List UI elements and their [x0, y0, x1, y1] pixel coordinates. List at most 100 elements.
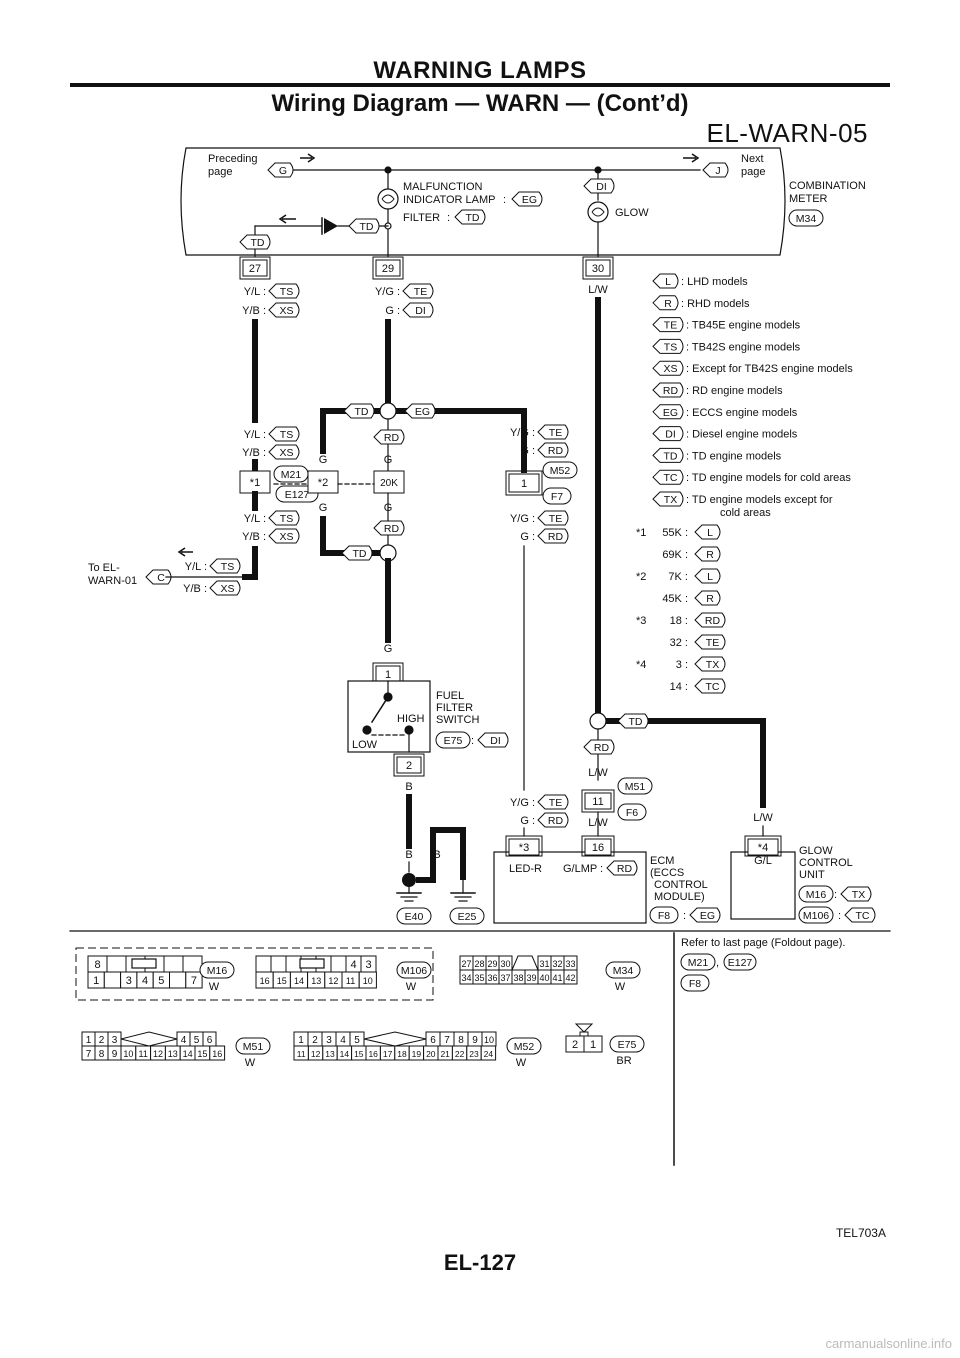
- tag-TC: TC: [844, 907, 876, 923]
- ecm-label: (ECCS: [650, 867, 684, 879]
- connector-color: W: [615, 981, 626, 993]
- pin-number: 29: [382, 263, 394, 275]
- wire-color: Y/G :: [510, 797, 535, 809]
- oval-shape: [542, 461, 578, 479]
- tag-shape: [454, 209, 486, 225]
- star-value: 32 :: [670, 637, 688, 649]
- glmp-label: G/LMP: [563, 863, 597, 875]
- cell-pin: 37: [500, 973, 510, 983]
- connector-J-tag: J: [702, 162, 729, 178]
- connector-F6-oval: F6: [617, 803, 647, 821]
- oval-shape: [506, 1037, 542, 1055]
- 20k-box: [373, 470, 405, 494]
- high-label: HIGH: [397, 713, 425, 725]
- splice-icon: [379, 402, 397, 420]
- tag-shape: [694, 546, 721, 562]
- tag-shape: [694, 524, 721, 540]
- wire-color: L/W: [753, 812, 773, 824]
- cell-pin: 7: [86, 1049, 92, 1060]
- wire-tag-TE: TE: [537, 424, 569, 440]
- oval-text: M52: [550, 465, 571, 477]
- star-label: *3: [636, 615, 646, 627]
- tag-shape: [341, 545, 373, 561]
- oval-text: F8: [689, 978, 701, 990]
- cell: [563, 969, 578, 985]
- wire-color: B: [405, 849, 412, 861]
- cell: [182, 955, 203, 973]
- oval-shape: [449, 907, 485, 925]
- star-tag-TE: TE: [694, 634, 726, 650]
- cell-pin: 7: [444, 1035, 450, 1046]
- cell-pin: 12: [328, 976, 338, 986]
- legend-tag-DI: DI: [652, 426, 684, 442]
- cell-pin: 15: [354, 1049, 364, 1059]
- wire-color: G: [319, 454, 328, 466]
- fuel-label: SWITCH: [436, 714, 479, 726]
- connector-E75-oval: E75: [609, 1035, 645, 1053]
- tag-RD: RD: [373, 520, 405, 536]
- legend-desc: : Diesel engine models: [686, 429, 798, 441]
- tag-shape: [348, 218, 380, 234]
- wire-color: Y/B :: [242, 305, 266, 317]
- tag-shape: [652, 273, 679, 289]
- cell: [103, 971, 122, 989]
- di-tag: DI: [583, 178, 615, 194]
- wire-tag-XS: XS: [268, 302, 300, 318]
- tag-text: L: [707, 527, 713, 539]
- cell-pin: 7: [191, 975, 197, 987]
- tag-shape: [477, 732, 509, 748]
- glow-unit-box: [730, 851, 796, 920]
- diagram-id: EL-WARN-05: [706, 118, 868, 148]
- pin-11-box: [584, 792, 612, 810]
- wire-tag-TE: TE: [402, 283, 434, 299]
- ecm-label: MODULE): [654, 891, 705, 903]
- cell-pin: 39: [526, 973, 536, 983]
- legend-desc: cold areas: [720, 507, 771, 519]
- tag-shape: [373, 429, 405, 445]
- tag-shape: [652, 338, 684, 354]
- wire-tag-TS: TS: [268, 283, 300, 299]
- arrow-right-icon: [300, 153, 316, 163]
- cell: [255, 955, 272, 973]
- oval-text: M34: [613, 965, 634, 977]
- wire-color: Y/B :: [242, 447, 266, 459]
- watermark: carmanualsonline.info: [825, 1336, 952, 1351]
- tag-text: EG: [415, 406, 430, 418]
- oval-text: E40: [405, 911, 424, 923]
- tag-text: EG: [522, 194, 537, 206]
- tag-text: TD: [353, 548, 367, 560]
- pin-box: [375, 259, 401, 277]
- star-tag-TC: TC: [694, 678, 726, 694]
- tag-text: R: [706, 549, 714, 561]
- oval-shape: [680, 953, 716, 971]
- tag-text: DI: [665, 429, 676, 441]
- cell: [285, 955, 302, 973]
- tag-text: EG: [663, 407, 678, 419]
- tag-shape: [537, 794, 569, 810]
- glow-label: GLOW: [799, 845, 833, 857]
- wire-tag-XS: XS: [268, 444, 300, 460]
- legend-desc: : TD engine models for cold areas: [686, 472, 851, 484]
- tag-TD: TD: [341, 545, 373, 561]
- preceding-label: page: [208, 166, 232, 178]
- cell-pin: 33: [565, 959, 575, 969]
- oval-shape: [617, 777, 653, 795]
- star1-label: *1: [250, 477, 260, 489]
- combination-label: COMBINATION: [789, 180, 866, 192]
- tag-text: RD: [384, 432, 400, 444]
- tag-shape: [652, 447, 684, 463]
- connector-E40-oval: E40: [396, 907, 432, 925]
- star-value: 55K :: [662, 527, 688, 539]
- tag-shape: [694, 656, 726, 672]
- wire-color: Y/G :: [510, 427, 535, 439]
- cell-pin: 9: [112, 1049, 118, 1060]
- tag-text: J: [715, 165, 720, 177]
- oval-text: F8: [658, 910, 670, 922]
- connector-M52-oval: M52: [542, 461, 578, 479]
- tag-text: DI: [415, 305, 426, 317]
- tag-text: TC: [856, 910, 870, 922]
- connector-M34-oval: M34: [605, 961, 641, 979]
- tag-EG: EG: [404, 403, 436, 419]
- tag-shape: [537, 510, 569, 526]
